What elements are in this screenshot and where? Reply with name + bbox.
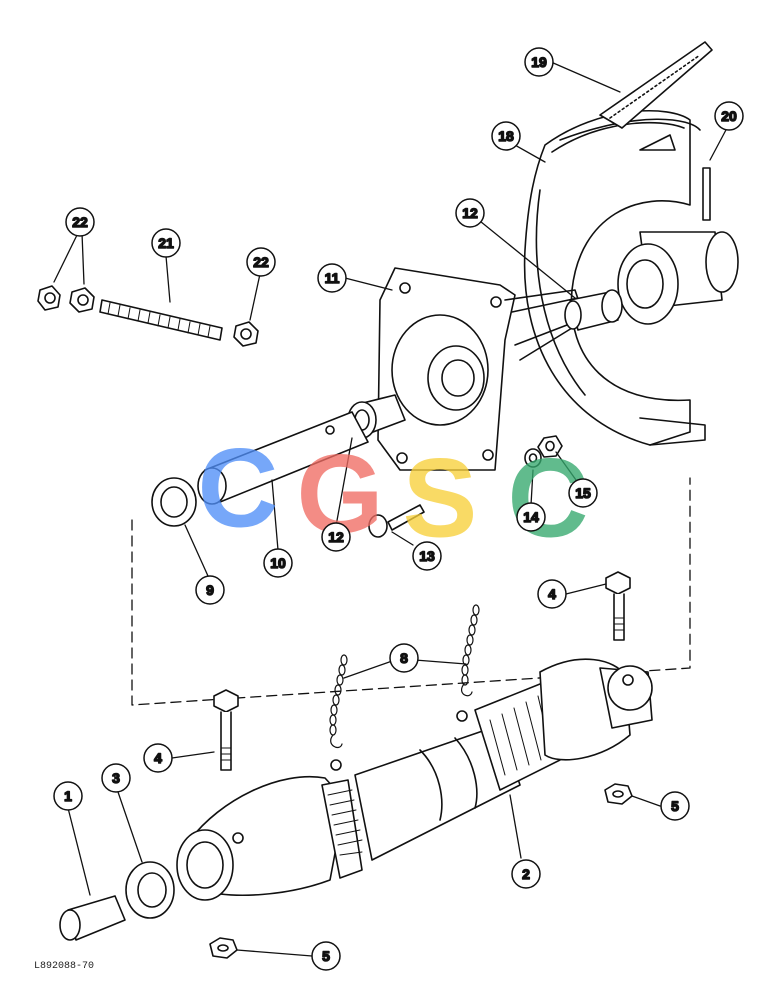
callout-11: 11	[317, 263, 347, 293]
callout-22-right: 22	[246, 247, 276, 277]
callout-5-right: 5	[660, 791, 690, 821]
callout-8: 8	[389, 643, 419, 673]
callout-22-right-label: 22	[253, 254, 269, 270]
threaded-rod	[99, 299, 223, 341]
callouts: 1 2 3 4 4 5 5 8 9 10 11 12 12 13 14 15 1…	[53, 47, 744, 971]
hex-nut-22-left	[37, 285, 61, 311]
safety-chain-left	[329, 654, 348, 748]
callout-18-label: 18	[498, 128, 514, 144]
callout-18: 18	[491, 121, 521, 151]
hex-nut-5-lower	[209, 937, 238, 959]
hex-nut-5-right	[604, 783, 633, 805]
callout-13-label: 13	[419, 548, 435, 564]
callout-12-lower: 12	[321, 522, 351, 552]
hex-bolt-4-upper	[605, 571, 631, 641]
callout-12-lower-label: 12	[328, 529, 344, 545]
callout-3-label: 3	[112, 770, 120, 786]
input-shaft	[197, 411, 369, 505]
leader-lines	[53, 61, 728, 957]
callout-5-lower: 5	[311, 941, 341, 971]
lock-washer-14	[524, 448, 542, 468]
callout-12-upper: 12	[455, 198, 485, 228]
callout-13: 13	[412, 541, 442, 571]
callout-10-label: 10	[270, 555, 286, 571]
tine-strip	[599, 41, 713, 129]
retaining-ring	[125, 861, 175, 919]
callout-8-label: 8	[400, 650, 408, 666]
callout-4-upper-label: 4	[548, 586, 556, 602]
hex-nut-22-right	[233, 321, 259, 347]
callout-19-label: 19	[531, 54, 547, 70]
callout-21: 21	[151, 228, 181, 258]
driveline	[176, 658, 653, 901]
watermark-letter-s: S	[403, 436, 478, 561]
callout-14: 14	[516, 502, 546, 532]
callout-4-upper: 4	[537, 579, 567, 609]
callout-2: 2	[511, 859, 541, 889]
shield-hub	[617, 231, 739, 325]
callout-5-lower-label: 5	[322, 948, 330, 964]
seal-ring	[151, 477, 197, 527]
assembly-group-outline	[131, 477, 691, 706]
callout-15: 15	[568, 478, 598, 508]
callout-2-label: 2	[522, 866, 530, 882]
callout-4-lower: 4	[143, 743, 173, 773]
gear-housing	[377, 267, 586, 471]
callout-21-label: 21	[158, 235, 174, 251]
callout-22-left: 22	[65, 207, 95, 237]
callout-22-left-label: 22	[72, 214, 88, 230]
callout-19: 19	[524, 47, 554, 77]
callout-20-label: 20	[721, 108, 737, 124]
roll-pin	[702, 167, 711, 221]
callout-1-label: 1	[64, 788, 72, 804]
callout-11-label: 11	[325, 270, 340, 286]
shear-pin-sleeve	[59, 895, 126, 941]
hex-bolt-4-lower	[213, 689, 239, 771]
rotor-shield	[523, 109, 706, 446]
figure-id: L892088-70	[34, 961, 94, 972]
callout-12-upper-label: 12	[462, 205, 478, 221]
cap-screw-13	[368, 504, 425, 538]
callout-9: 9	[195, 575, 225, 605]
watermark: C G S C	[198, 426, 589, 561]
callout-3: 3	[101, 763, 131, 793]
callout-15-label: 15	[575, 485, 591, 501]
bearing-upper	[564, 289, 623, 331]
callout-1: 1	[53, 781, 83, 811]
callout-5-right-label: 5	[671, 798, 679, 814]
safety-chain-right	[460, 604, 480, 697]
callout-20: 20	[714, 101, 744, 131]
callout-4-lower-label: 4	[154, 750, 162, 766]
callout-10: 10	[263, 548, 293, 578]
hex-nut-22-middle	[69, 287, 95, 313]
watermark-letter-c1: C	[198, 426, 279, 551]
callout-9-label: 9	[206, 582, 214, 598]
callout-14-label: 14	[523, 509, 539, 525]
